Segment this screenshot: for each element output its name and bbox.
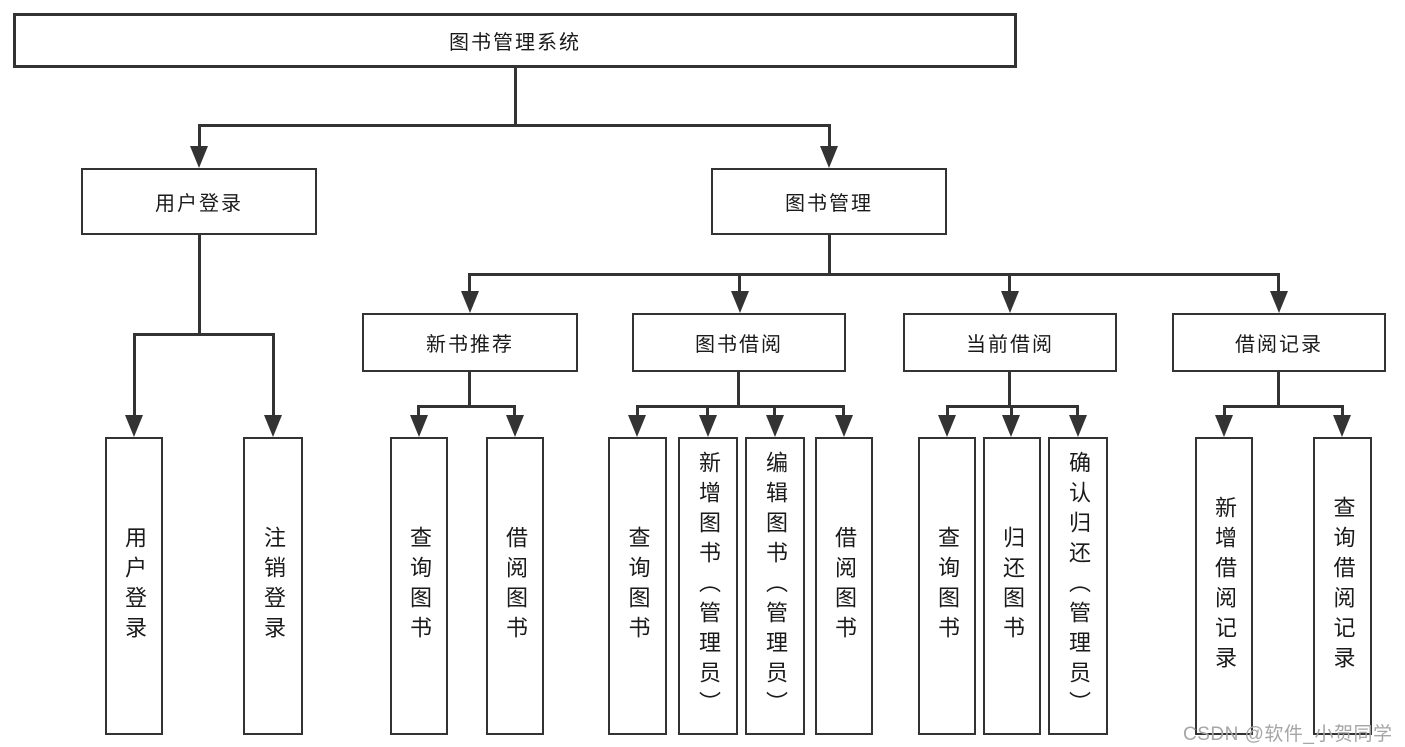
connector-line bbox=[468, 273, 471, 295]
arrowhead-down-icon bbox=[461, 291, 479, 313]
connector-line bbox=[417, 405, 420, 421]
leaf-edit-book-admin: 编辑图书（管理员） bbox=[745, 437, 805, 735]
connector-line bbox=[828, 124, 831, 152]
leaf-label: 用户登录 bbox=[122, 526, 147, 646]
arrowhead-down-icon bbox=[1333, 415, 1351, 437]
connector-line bbox=[1277, 273, 1280, 295]
arrowhead-down-icon bbox=[410, 415, 428, 437]
arrowhead-down-icon bbox=[1215, 415, 1233, 437]
arrowhead-down-icon bbox=[820, 146, 838, 168]
leaf-label: 查询图书 bbox=[935, 526, 960, 646]
arrowhead-down-icon bbox=[835, 415, 853, 437]
connector-line bbox=[468, 372, 471, 408]
leaf-confirm-return-admin: 确认归还（管理员） bbox=[1048, 437, 1108, 735]
leaf-label: 归还图书 bbox=[1000, 526, 1025, 646]
arrowhead-down-icon bbox=[766, 415, 784, 437]
connector-line bbox=[513, 405, 516, 421]
leaf-add-borrow-record: 新增借阅记录 bbox=[1195, 437, 1253, 735]
leaf-label: 借阅图书 bbox=[503, 526, 528, 646]
leaf-query-books-current: 查询图书 bbox=[918, 437, 976, 735]
connector-line bbox=[1010, 405, 1013, 421]
connector-line bbox=[706, 405, 709, 421]
leaf-label: 编辑图书（管理员） bbox=[763, 451, 788, 721]
arrowhead-down-icon bbox=[628, 415, 646, 437]
leaf-label: 查询图书 bbox=[407, 526, 432, 646]
node-root: 图书管理系统 bbox=[13, 13, 1017, 68]
node-new-book-recommend: 新书推荐 bbox=[362, 313, 578, 372]
leaf-borrow-books-borrow: 借阅图书 bbox=[815, 437, 873, 735]
leaf-label: 确认归还（管理员） bbox=[1066, 451, 1091, 721]
connector-line bbox=[198, 124, 201, 152]
connector-line bbox=[773, 405, 776, 421]
connector-line bbox=[1008, 273, 1011, 295]
connector-line bbox=[417, 405, 516, 408]
watermark: CSDN @软件_小贺同学 bbox=[1183, 724, 1393, 745]
arrowhead-down-icon bbox=[938, 415, 956, 437]
connector-line bbox=[133, 333, 136, 421]
connector-line bbox=[1341, 405, 1344, 421]
connector-line bbox=[738, 273, 741, 295]
connector-line bbox=[1223, 405, 1226, 421]
node-borrow-records: 借阅记录 bbox=[1172, 313, 1386, 372]
leaf-label: 借阅图书 bbox=[832, 526, 857, 646]
leaf-logout: 注销登录 bbox=[243, 437, 303, 735]
arrowhead-down-icon bbox=[190, 146, 208, 168]
connector-line bbox=[198, 235, 201, 336]
leaf-query-borrow-record: 查询借阅记录 bbox=[1313, 437, 1372, 735]
leaf-user-login: 用户登录 bbox=[105, 437, 163, 735]
leaf-label: 注销登录 bbox=[261, 526, 286, 646]
arrowhead-down-icon bbox=[1001, 291, 1019, 313]
connector-line bbox=[514, 66, 517, 126]
leaf-label: 新增借阅记录 bbox=[1212, 496, 1237, 676]
arrowhead-down-icon bbox=[699, 415, 717, 437]
arrowhead-down-icon bbox=[506, 415, 524, 437]
connector-line bbox=[198, 124, 831, 127]
connector-line bbox=[468, 273, 1280, 276]
node-user-login: 用户登录 bbox=[81, 168, 317, 235]
connector-line bbox=[1277, 372, 1280, 408]
leaf-add-book-admin: 新增图书（管理员） bbox=[678, 437, 738, 735]
connector-line bbox=[1008, 372, 1011, 408]
node-book-borrow: 图书借阅 bbox=[632, 313, 846, 372]
connector-line bbox=[737, 372, 740, 408]
connector-line bbox=[1076, 405, 1079, 421]
connector-line bbox=[946, 405, 949, 421]
leaf-borrow-books-recommend: 借阅图书 bbox=[486, 437, 544, 735]
connector-line bbox=[636, 405, 844, 408]
leaf-query-books-borrow: 查询图书 bbox=[608, 437, 667, 735]
node-current-borrow: 当前借阅 bbox=[903, 313, 1117, 372]
node-book-management: 图书管理 bbox=[711, 168, 947, 235]
connector-line bbox=[133, 333, 275, 336]
connector-line bbox=[1223, 405, 1343, 408]
leaf-return-book: 归还图书 bbox=[983, 437, 1041, 735]
leaf-query-books-recommend: 查询图书 bbox=[390, 437, 448, 735]
arrowhead-down-icon bbox=[1270, 291, 1288, 313]
leaf-label: 查询借阅记录 bbox=[1330, 496, 1356, 676]
connector-line bbox=[636, 405, 639, 421]
connector-line bbox=[272, 333, 275, 421]
arrowhead-down-icon bbox=[1069, 415, 1087, 437]
arrowhead-down-icon bbox=[1002, 415, 1020, 437]
arrowhead-down-icon bbox=[125, 415, 143, 437]
leaf-label: 新增图书（管理员） bbox=[696, 451, 721, 721]
leaf-label: 查询图书 bbox=[625, 526, 651, 646]
arrowhead-down-icon bbox=[264, 415, 282, 437]
connector-line bbox=[828, 235, 831, 276]
arrowhead-down-icon bbox=[731, 291, 749, 313]
connector-line bbox=[842, 405, 845, 421]
